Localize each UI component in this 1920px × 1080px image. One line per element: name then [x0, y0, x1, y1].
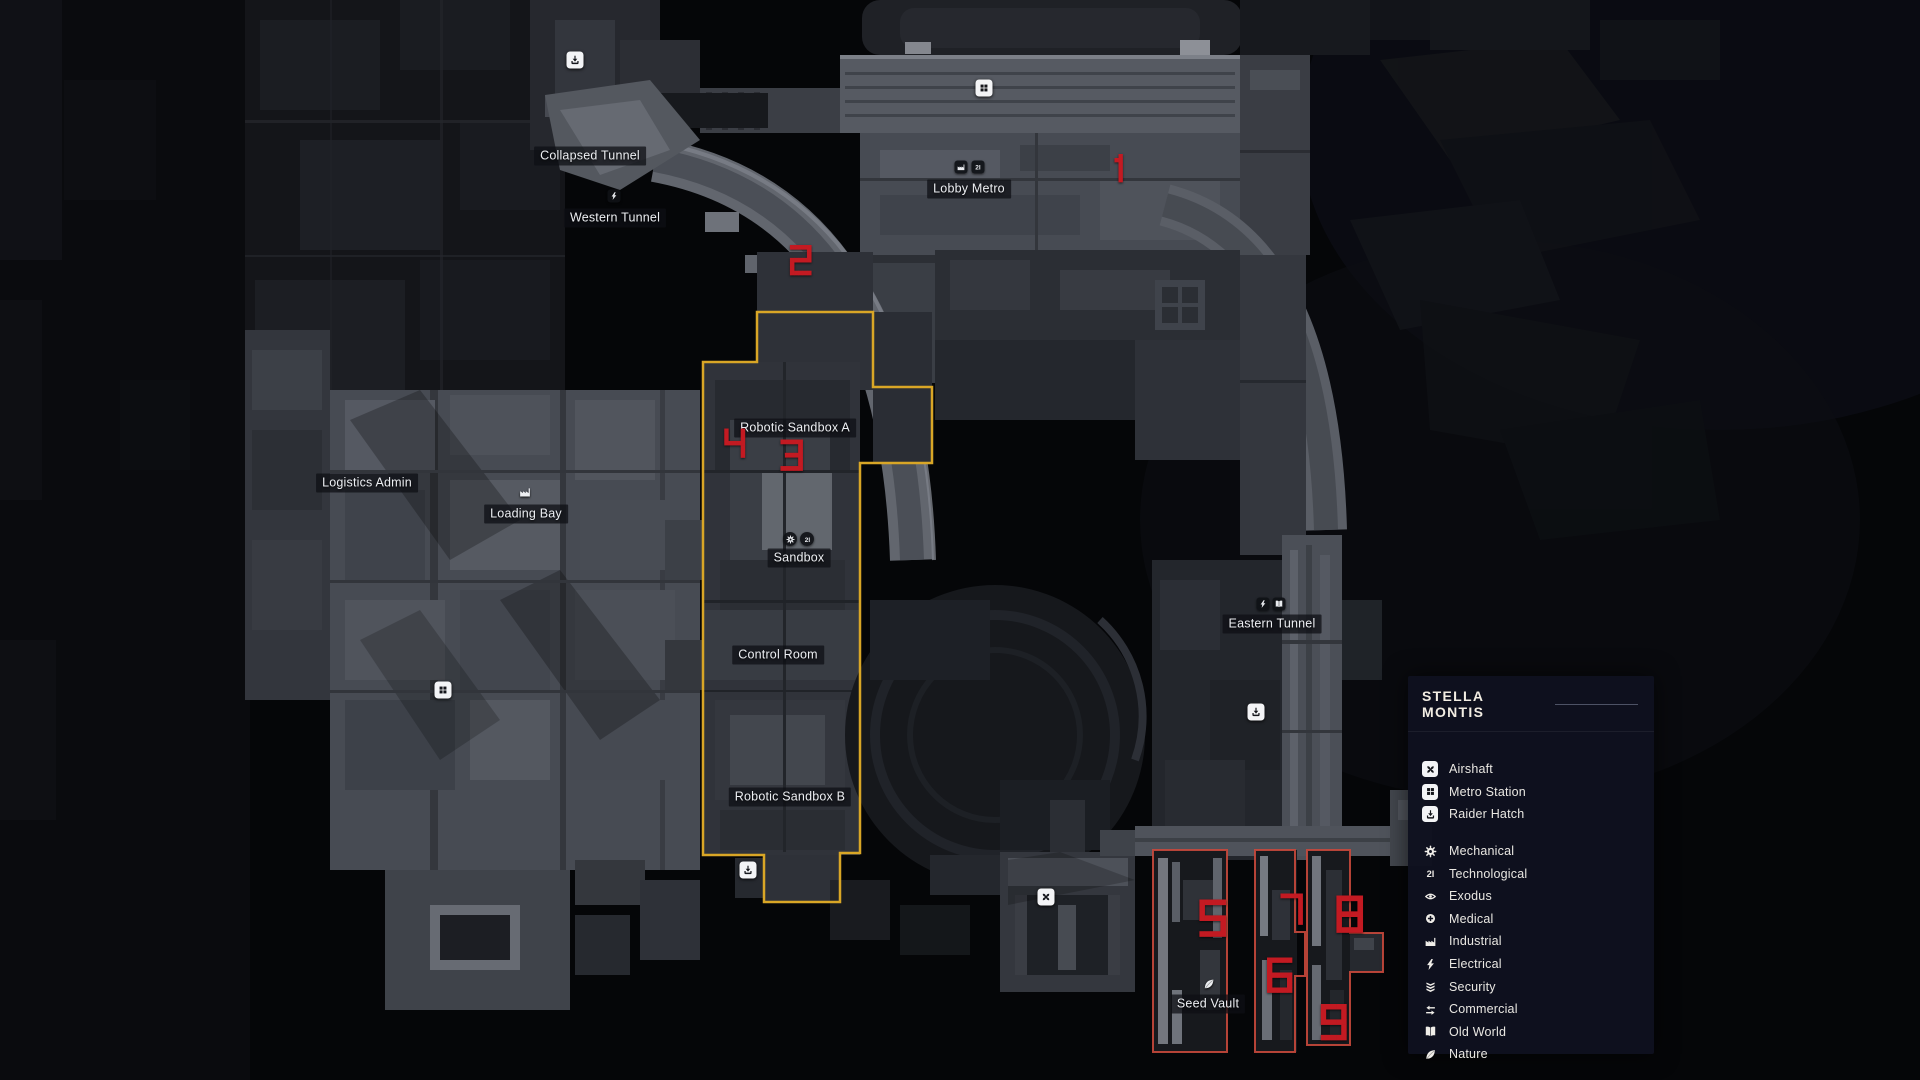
legend-item-metro-station: Metro Station [1422, 781, 1638, 804]
legend-item-label: Security [1449, 979, 1496, 994]
legend-item-security: Security [1422, 975, 1638, 998]
objective-region-outline [701, 310, 934, 904]
svg-text:2l: 2l [1426, 869, 1434, 879]
metro-station-icon [1422, 783, 1438, 800]
legend-item-label: Exodus [1449, 889, 1492, 904]
electrical-icon [1422, 956, 1438, 972]
mechanical-icon [1422, 843, 1438, 859]
legend-title: STELLA MONTIS [1422, 688, 1485, 720]
legend-item-old-world: Old World [1422, 1021, 1638, 1044]
legend-item-raider-hatch: Raider Hatch [1422, 803, 1638, 826]
legend-header-separator [1408, 731, 1654, 732]
legend-header-line [1554, 703, 1638, 705]
legend-header: STELLA MONTIS [1422, 688, 1638, 720]
security-icon [1422, 979, 1438, 995]
legend-item-technological: 2l Technological [1422, 862, 1638, 885]
legend-item-label: Old World [1449, 1024, 1507, 1039]
legend-item-label: Industrial [1449, 934, 1502, 949]
poi-region-outline [1254, 849, 1306, 1053]
legend-group-gap [1422, 826, 1638, 840]
technological-icon: 2l [1422, 866, 1438, 882]
commercial-icon [1422, 1001, 1438, 1017]
legend-item-mechanical: Mechanical [1422, 840, 1638, 863]
old-world-icon [1422, 1024, 1438, 1040]
poi-region-outline [1152, 849, 1228, 1053]
legend-item-label: Technological [1449, 866, 1528, 881]
poi-region-outlines [1152, 849, 1384, 1053]
industrial-icon [1422, 933, 1438, 949]
medical-icon [1422, 911, 1438, 927]
legend-item-label: Commercial [1449, 1002, 1518, 1017]
legend-item-label: Mechanical [1449, 844, 1515, 859]
legend-item-label: Metro Station [1449, 784, 1526, 799]
legend-item-label: Raider Hatch [1449, 807, 1525, 822]
raider-hatch-icon [1422, 806, 1438, 823]
legend-item-industrial: Industrial [1422, 930, 1638, 953]
legend-item-nature: Nature [1422, 1043, 1638, 1066]
legend-item-electrical: Electrical [1422, 953, 1638, 976]
legend-item-label: Electrical [1449, 957, 1502, 972]
legend-item-label: Medical [1449, 911, 1494, 926]
legend-item-medical: Medical [1422, 908, 1638, 931]
nature-icon [1422, 1046, 1438, 1062]
legend-item-airshaft: Airshaft [1422, 758, 1638, 781]
airshaft-icon [1422, 761, 1438, 778]
legend-item-exodus: Exodus [1422, 885, 1638, 908]
legend-item-commercial: Commercial [1422, 998, 1638, 1021]
legend-item-label: Airshaft [1449, 762, 1493, 777]
exodus-icon [1422, 888, 1438, 904]
legend-item-label: Nature [1449, 1047, 1488, 1062]
poi-region-outline [1306, 849, 1384, 1046]
